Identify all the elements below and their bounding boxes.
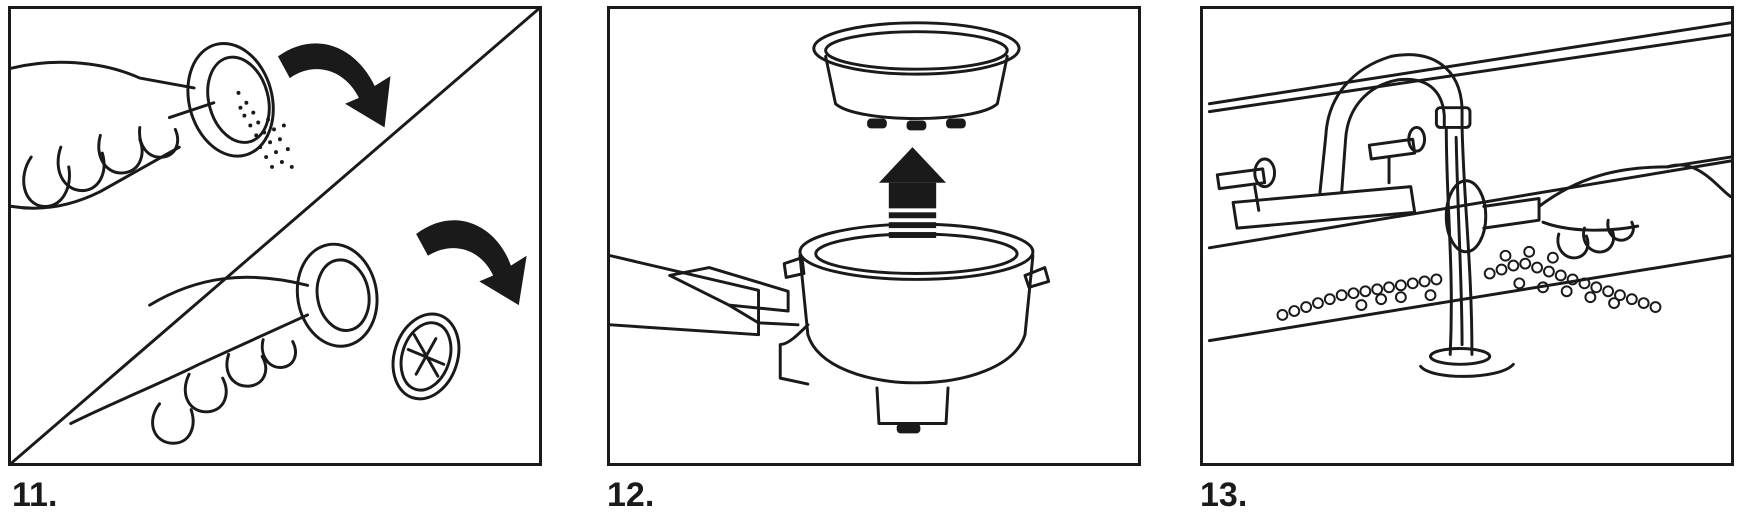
backsplash-line: [1207, 21, 1731, 106]
right-handle: [1367, 137, 1417, 161]
coffee-grounds: [236, 90, 294, 169]
filter-disc: [391, 312, 461, 401]
step-number-11: 11.: [12, 476, 58, 514]
left-handle: [1215, 167, 1267, 191]
step-12-panel: [607, 6, 1141, 466]
empty-grounds-and-remove-filter-illustration: [11, 9, 539, 463]
faucet-spout: [1318, 53, 1464, 195]
step-13-panel: [1200, 6, 1734, 466]
upper-arm: [11, 60, 196, 90]
curved-arrow-icon: [277, 43, 391, 128]
lower-arm: [148, 275, 310, 307]
step-number-13: 13.: [1200, 476, 1248, 514]
lift-filter-out-of-holder-illustration: [610, 21, 1051, 434]
portafilter-handle: [610, 254, 761, 337]
diagonal-divider: [11, 9, 539, 463]
filter-basket: [1444, 179, 1488, 254]
filter-basket: [812, 21, 1021, 76]
up-arrow-icon: [878, 147, 947, 238]
step-11-panel: [8, 6, 542, 466]
rinsed-grounds: [1276, 245, 1662, 321]
faucet-base: [1231, 185, 1417, 230]
curved-arrow-icon-lower: [416, 220, 527, 306]
step-number-12: 12.: [607, 476, 655, 514]
portafilter-holder-lower: [295, 242, 379, 348]
rinse-filter-under-faucet-illustration: [1207, 21, 1731, 378]
